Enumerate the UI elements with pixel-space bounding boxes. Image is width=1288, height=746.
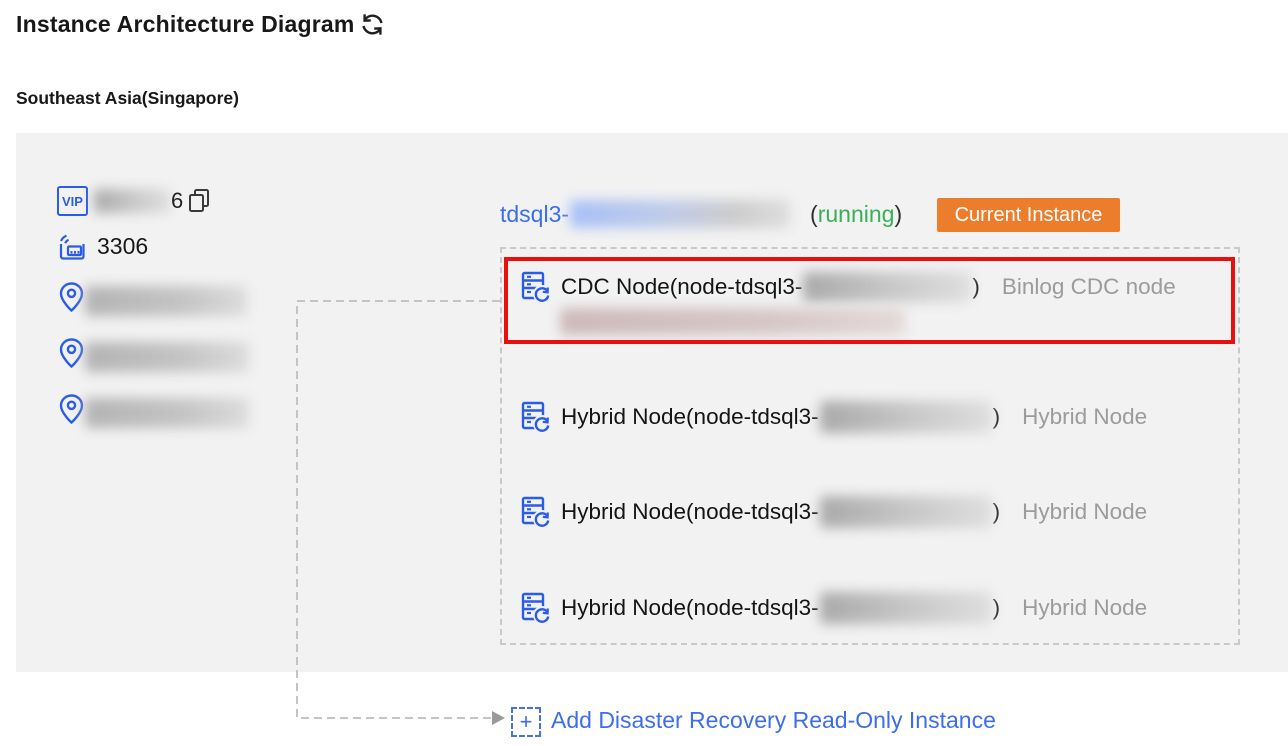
node-type-label: Hybrid Node (1022, 404, 1148, 429)
hybrid-node-row[interactable]: Hybrid Node(node-tdsql3- ) Hybrid Node (517, 399, 1147, 435)
node-type-label: Hybrid Node (1022, 595, 1148, 620)
status-running-text: running (817, 200, 895, 227)
location-pin-icon (58, 337, 85, 369)
location-pin-icon (58, 281, 85, 313)
region-label: Southeast Asia(Singapore) (16, 88, 239, 108)
plus-icon: + (519, 709, 533, 734)
node-name-prefix: Hybrid Node(node-tdsql3- (561, 595, 819, 620)
cdc-node-highlight-box (504, 257, 1235, 344)
current-instance-badge: Current Instance (937, 198, 1120, 232)
node-name-close: ) (972, 274, 980, 299)
vip-address-suffix: 6 (171, 188, 184, 213)
server-sync-icon (517, 494, 553, 530)
redacted-node-id (803, 272, 972, 302)
node-type-label: Binlog CDC node (1001, 274, 1176, 299)
node-name-prefix: CDC Node(node-tdsql3- (561, 274, 803, 299)
hybrid-node-row[interactable]: Hybrid Node(node-tdsql3- ) Hybrid Node (517, 494, 1147, 530)
server-sync-icon (517, 399, 553, 435)
current-instance-badge-label: Current Instance (954, 203, 1103, 226)
server-sync-icon (517, 590, 553, 626)
node-list-box (500, 247, 1240, 645)
page-title: Instance Architecture Diagram (16, 10, 355, 37)
redacted-cdc-detail-line (560, 308, 905, 335)
status-open-paren: ( (810, 200, 818, 227)
redacted-node-id (819, 592, 992, 624)
redacted-zone-name (85, 286, 247, 316)
redacted-zone-name (85, 342, 249, 372)
node-type-label: Hybrid Node (1022, 499, 1148, 524)
redacted-zone-name (85, 398, 249, 428)
copy-icon[interactable] (187, 188, 211, 214)
add-instance-plus-button[interactable]: + (511, 707, 541, 737)
node-name-prefix: Hybrid Node(node-tdsql3- (561, 499, 819, 524)
redacted-node-id (819, 496, 992, 528)
add-disaster-recovery-link[interactable]: Add Disaster Recovery Read-Only Instance (551, 707, 996, 733)
server-sync-icon (517, 269, 553, 305)
hybrid-node-row[interactable]: Hybrid Node(node-tdsql3- ) Hybrid Node (517, 590, 1147, 626)
vip-label: VIP (62, 193, 83, 209)
header: Instance Architecture Diagram (16, 10, 387, 38)
instance-name-link[interactable]: tdsql3- (500, 200, 570, 227)
status-close-paren: ) (894, 200, 903, 227)
node-name-close: ) (992, 499, 1001, 524)
redacted-node-id (819, 401, 992, 433)
instance-header: tdsql3- (running) (500, 197, 902, 231)
refresh-icon[interactable] (359, 10, 387, 38)
node-name-prefix: Hybrid Node(node-tdsql3- (561, 404, 819, 429)
cdc-node-row[interactable]: CDC Node(node-tdsql3- ) Binlog CDC node (517, 269, 1176, 305)
vip-badge-icon: VIP (57, 186, 88, 216)
redacted-vip-address (94, 189, 170, 213)
port-number: 3306 (97, 233, 149, 259)
location-pin-icon (58, 393, 85, 425)
redacted-instance-name (570, 200, 791, 228)
node-name-close: ) (992, 404, 1001, 429)
network-port-icon (57, 232, 87, 262)
node-name-close: ) (992, 595, 1001, 620)
instance-status: (running) (810, 201, 902, 228)
